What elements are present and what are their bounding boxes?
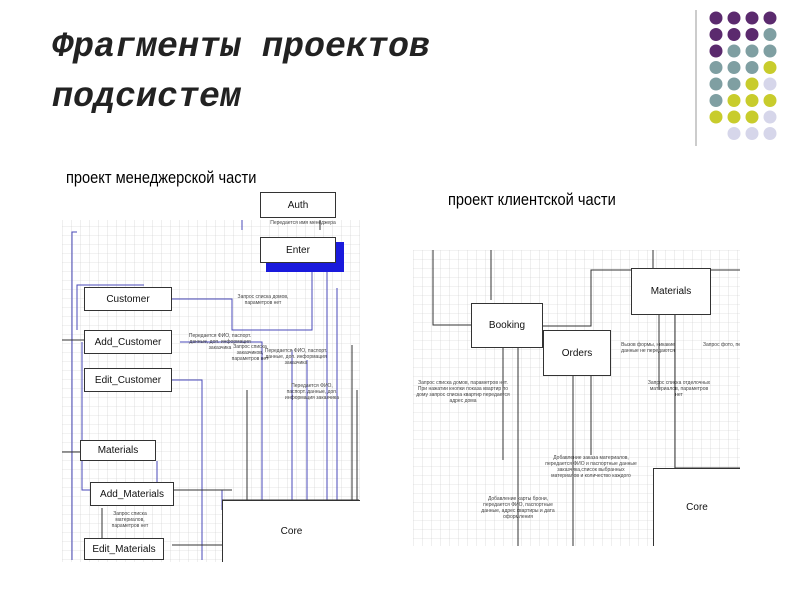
decorative-dot: [727, 94, 741, 107]
client-project-diagram: Booking Orders Materials Вызов формы, ни…: [413, 250, 740, 546]
core-box: Core: [222, 500, 360, 562]
add-materials-box: Add_Materials: [90, 482, 174, 506]
note-materials-order: Добавление заказа материалов, передается…: [545, 455, 637, 479]
client-project-heading: проект клиентской части: [448, 190, 616, 209]
decorative-dot: [745, 127, 759, 140]
decorative-dot: [745, 77, 759, 91]
note-houses-request: Запрос списка домов, параметров нет: [237, 294, 289, 306]
decorative-dot: [763, 77, 777, 91]
manager-project-diagram: Auth Передается имя менеджера Enter Cust…: [62, 190, 360, 562]
decorative-dot: [763, 110, 777, 124]
note-booking-card: Добавление карты брони, передается ФИО, …: [481, 496, 555, 520]
decorative-dot: [727, 110, 741, 124]
decorative-dot: [745, 61, 759, 74]
decorative-dot: [745, 94, 759, 107]
decorative-dot: [709, 28, 723, 41]
note-add-customer-data: Передается ФИО, паспорт. данные, доп. ин…: [188, 333, 252, 351]
slide-title-line-2: подсистем: [52, 77, 242, 117]
decorative-dot: [763, 94, 777, 107]
add-customer-box: Add_Customer: [84, 330, 172, 354]
note-materials-request: Запрос списка материалов, параметров нет: [111, 511, 149, 529]
note-materials-request: Запрос списка отделочных материалов, пар…: [647, 380, 711, 398]
decorative-dot: [709, 77, 723, 91]
note-houses-request: Запрос списка домов, параметров нет. При…: [416, 380, 510, 404]
manager-project-heading: проект менеджерской части: [66, 168, 257, 187]
decorative-dot: [745, 11, 759, 25]
decorative-dot: [763, 44, 777, 58]
decorative-dot: [745, 28, 759, 41]
decorative-dot: [727, 127, 741, 140]
orders-box: Orders: [543, 330, 611, 376]
decorative-dot: [709, 94, 723, 107]
slide-title-line-1: Фрагменты проектов: [52, 27, 431, 67]
note-customer-data-3: Передается ФИО, паспорт. данные, доп. ин…: [285, 383, 339, 401]
decorative-dot: [727, 61, 741, 74]
decorative-dot: [763, 127, 777, 140]
decorative-dot: [745, 44, 759, 58]
slide-title: Фрагменты проектов подсистем: [52, 22, 612, 122]
materials-box: Materials: [80, 440, 156, 461]
edit-customer-box: Edit_Customer: [84, 368, 172, 392]
decorative-dot: [763, 61, 777, 74]
edit-materials-box: Edit_Materials: [84, 538, 164, 560]
decorative-dot: [763, 11, 777, 25]
decorative-dot-grid: [695, 10, 777, 146]
note-photo-request: Запрос фото, передается: [703, 342, 740, 348]
note-form-call: Вызов формы, никакие данные не передаютс…: [621, 342, 675, 354]
decorative-dot: [745, 110, 759, 124]
decorative-dot: [727, 28, 741, 41]
decorative-dot: [709, 61, 723, 74]
enter-box: Enter: [260, 237, 336, 263]
booking-box: Booking: [471, 303, 543, 348]
auth-box: Auth: [260, 192, 336, 218]
note-customers-request: Запрос списка заказчиков, параметров нет: [231, 344, 269, 362]
materials-box: Materials: [631, 268, 711, 315]
decorative-dot: [727, 77, 741, 91]
decorative-dot: [709, 110, 723, 124]
decorative-dot: [709, 11, 723, 25]
note-customer-data-2: Передается ФИО, паспорт. данные, доп. ин…: [264, 348, 328, 366]
customer-box: Customer: [84, 287, 172, 311]
decorative-dot: [763, 28, 777, 41]
decorative-dot: [727, 11, 741, 25]
core-box: Core: [653, 468, 740, 546]
note-manager-name: Передается имя менеджера: [270, 220, 336, 226]
decorative-dot: [727, 44, 741, 58]
decorative-dot: [709, 44, 723, 58]
